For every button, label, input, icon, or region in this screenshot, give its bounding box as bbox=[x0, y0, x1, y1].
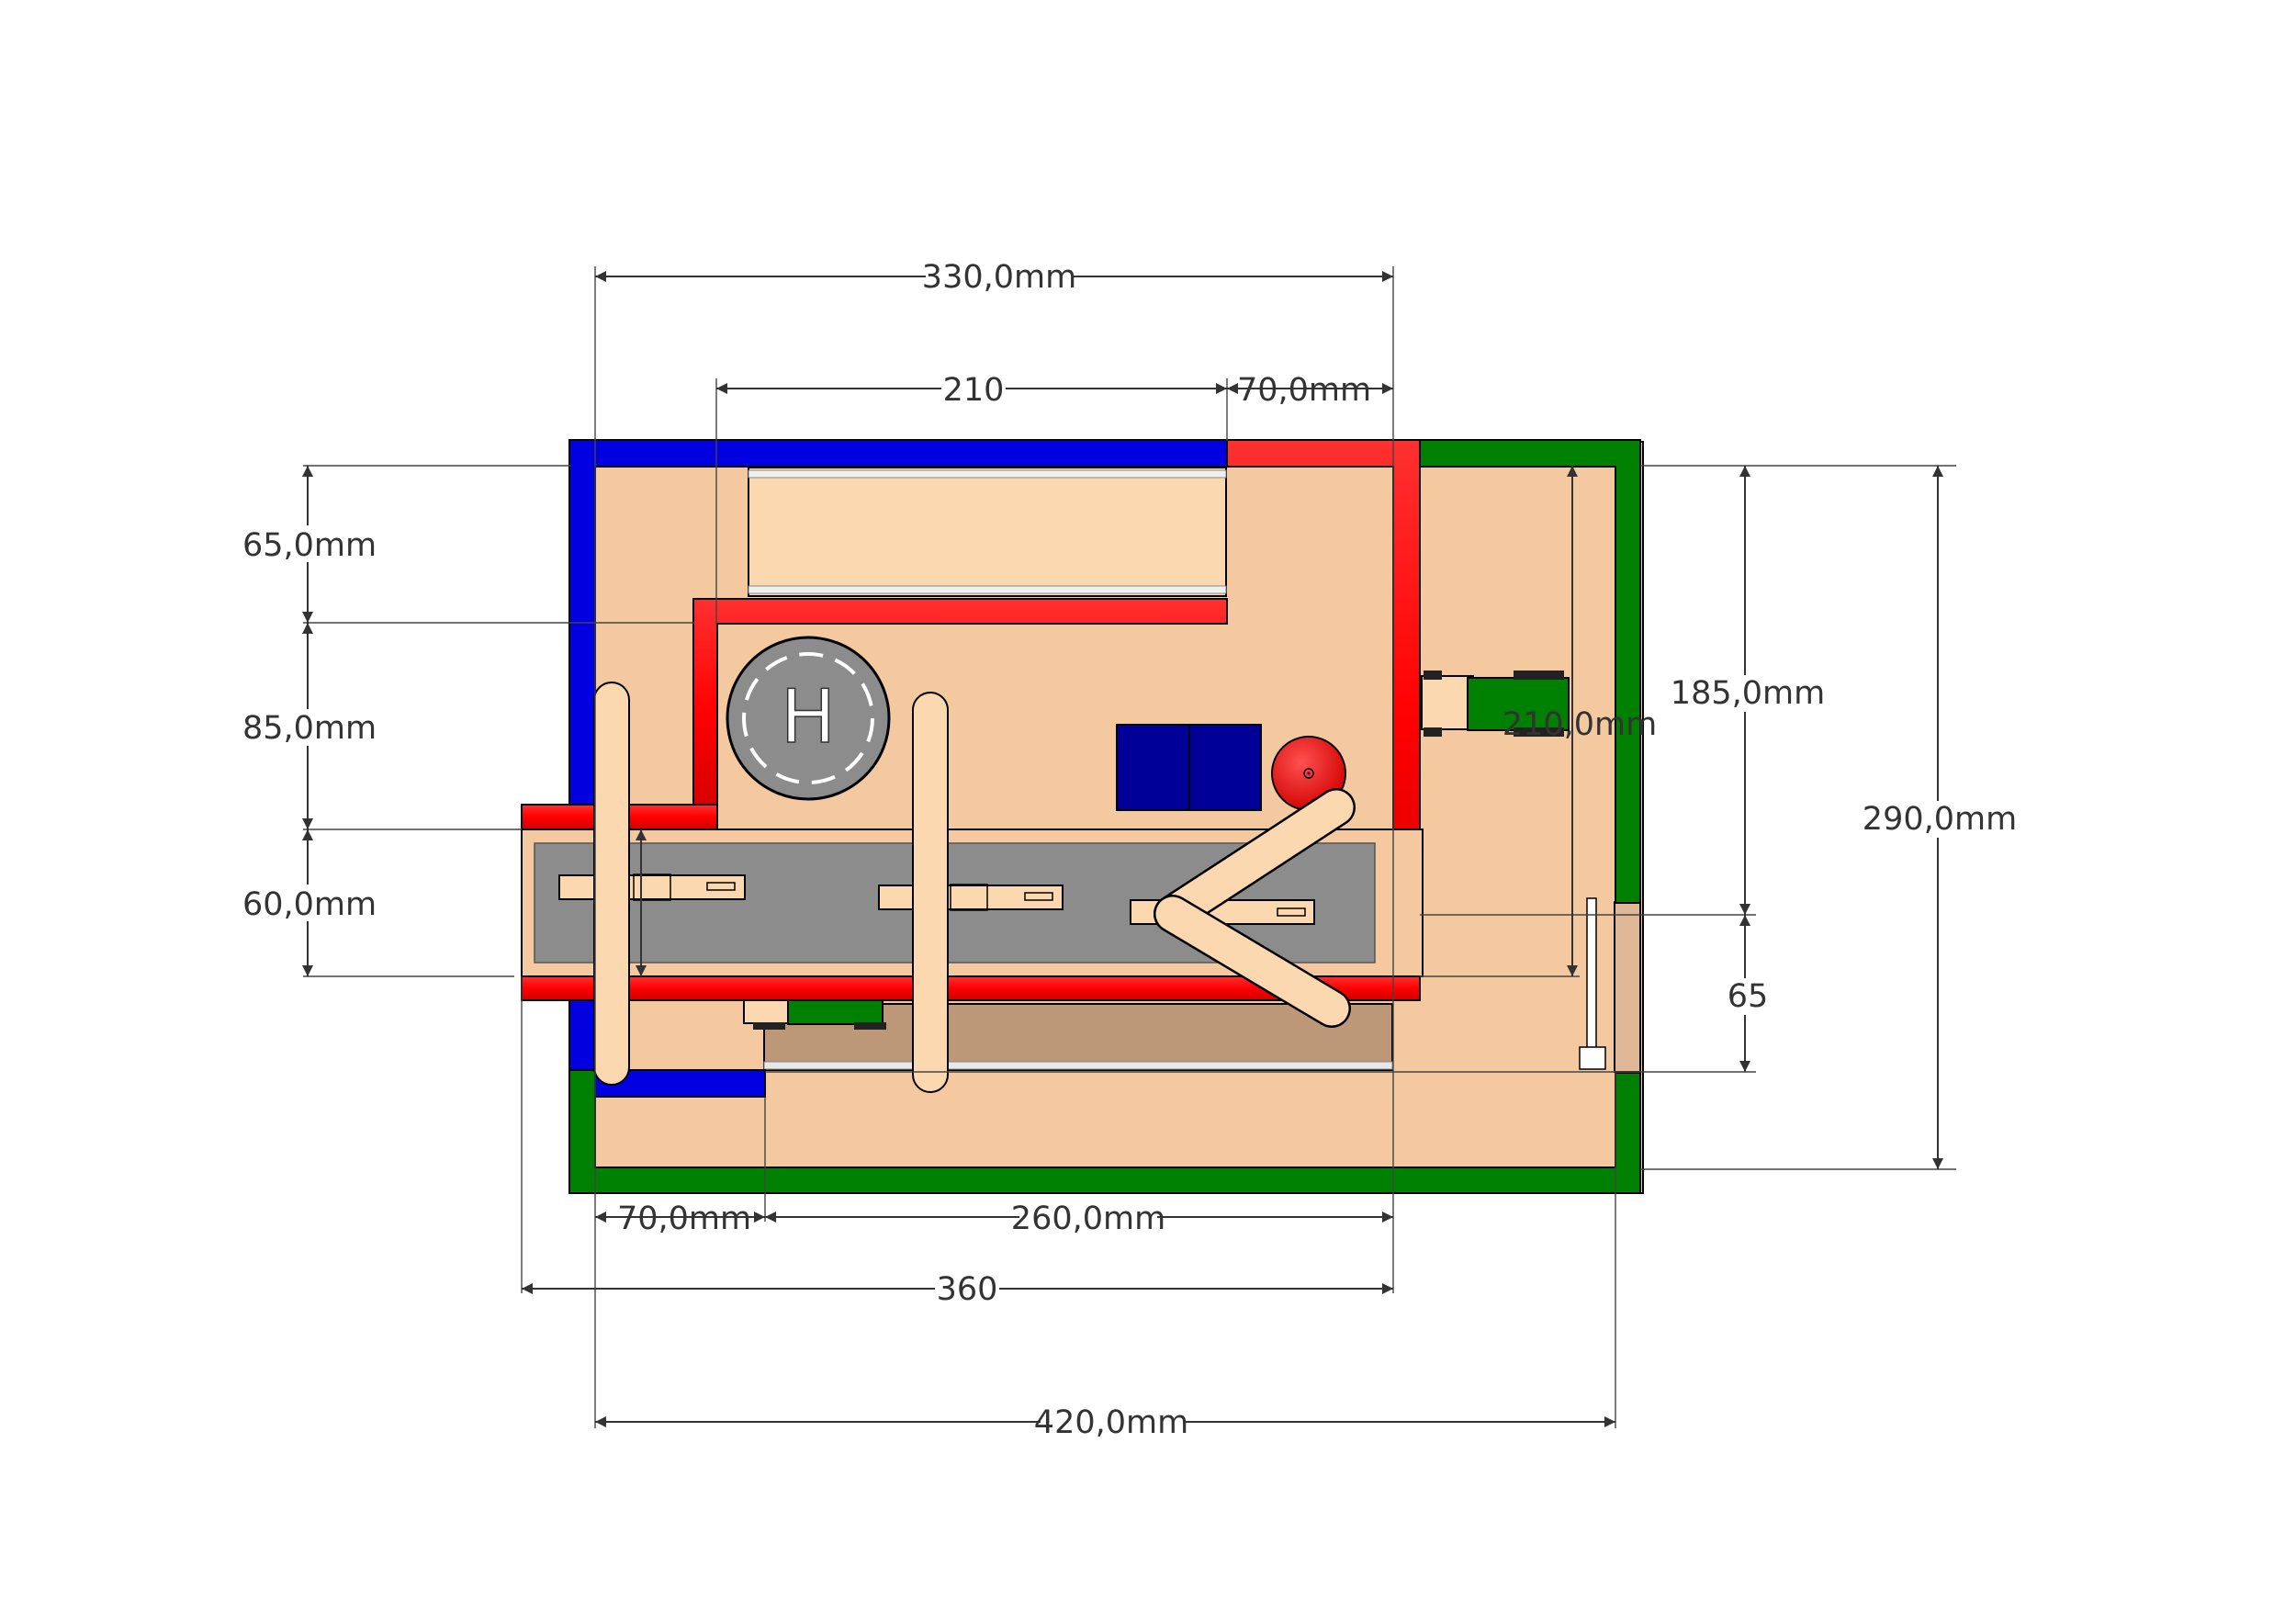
right-post bbox=[1579, 897, 1606, 1070]
dim-bottom-left: 70,0mm bbox=[617, 1200, 751, 1237]
dim-left-top: 65,0mm bbox=[242, 527, 377, 564]
dimension-labels: 330,0mm 210 70,0mm 65,0mm 85,0mm 60,0mm … bbox=[242, 257, 2017, 1441]
right-green-device bbox=[1421, 671, 1570, 737]
dim-bottom-mid: 260,0mm bbox=[1011, 1200, 1165, 1237]
dim-left-mid: 85,0mm bbox=[242, 710, 377, 747]
dim-right-overall: 290,0mm bbox=[1863, 801, 2017, 838]
gripper-2 bbox=[878, 884, 1064, 911]
stick-middle bbox=[912, 692, 949, 1093]
dim-bottom-overall: 420,0mm bbox=[1034, 1404, 1188, 1441]
helipad-letter: H bbox=[781, 674, 836, 760]
gripper-1 bbox=[558, 873, 746, 901]
dim-top-right: 70,0mm bbox=[1237, 372, 1371, 409]
dim-right-upper: 185,0mm bbox=[1671, 675, 1825, 712]
dim-inner-vertical: 210,0mm bbox=[1503, 706, 1657, 743]
extension-lines bbox=[303, 266, 1956, 1428]
v-arm bbox=[1154, 788, 1356, 1028]
blue-box bbox=[1116, 724, 1262, 811]
dim-left-low: 60,0mm bbox=[242, 886, 377, 923]
lower-green-device bbox=[743, 999, 886, 1030]
right-annex-panel bbox=[1614, 901, 1641, 1073]
dim-right-lower: 65 bbox=[1728, 978, 1769, 1015]
dim-top-inner: 210 bbox=[943, 372, 1005, 409]
stick-left bbox=[593, 682, 630, 1086]
dim-bottom-track: 360 bbox=[937, 1271, 998, 1308]
dim-top-overall: 330,0mm bbox=[922, 259, 1076, 296]
helipad: H bbox=[726, 636, 891, 801]
upper-shelf bbox=[748, 467, 1227, 597]
